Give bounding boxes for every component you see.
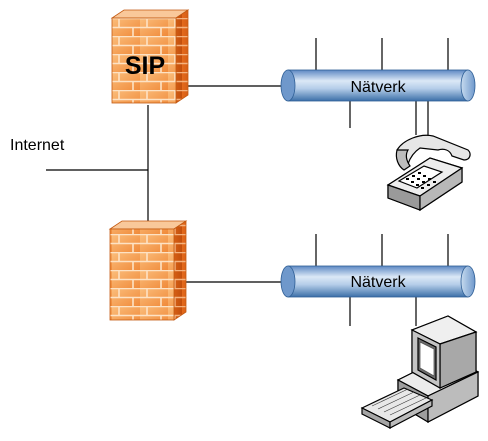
network-bottom-label: Nätverk [350, 274, 406, 291]
desktop-computer-icon [360, 315, 480, 429]
network-top-label: Nätverk [350, 79, 406, 96]
brick-firewall-icon [108, 220, 188, 321]
sip-label: SIP [125, 52, 165, 80]
sip-firewall: SIP [110, 9, 190, 104]
connections [46, 38, 449, 326]
network-top: Nätverk [280, 69, 476, 102]
desk-phone-icon [386, 134, 471, 212]
network-bottom: Nätverk [280, 265, 476, 298]
brick-firewall-icon [110, 9, 190, 104]
internet-label: Internet [10, 137, 65, 154]
firewall-bottom [108, 220, 188, 321]
